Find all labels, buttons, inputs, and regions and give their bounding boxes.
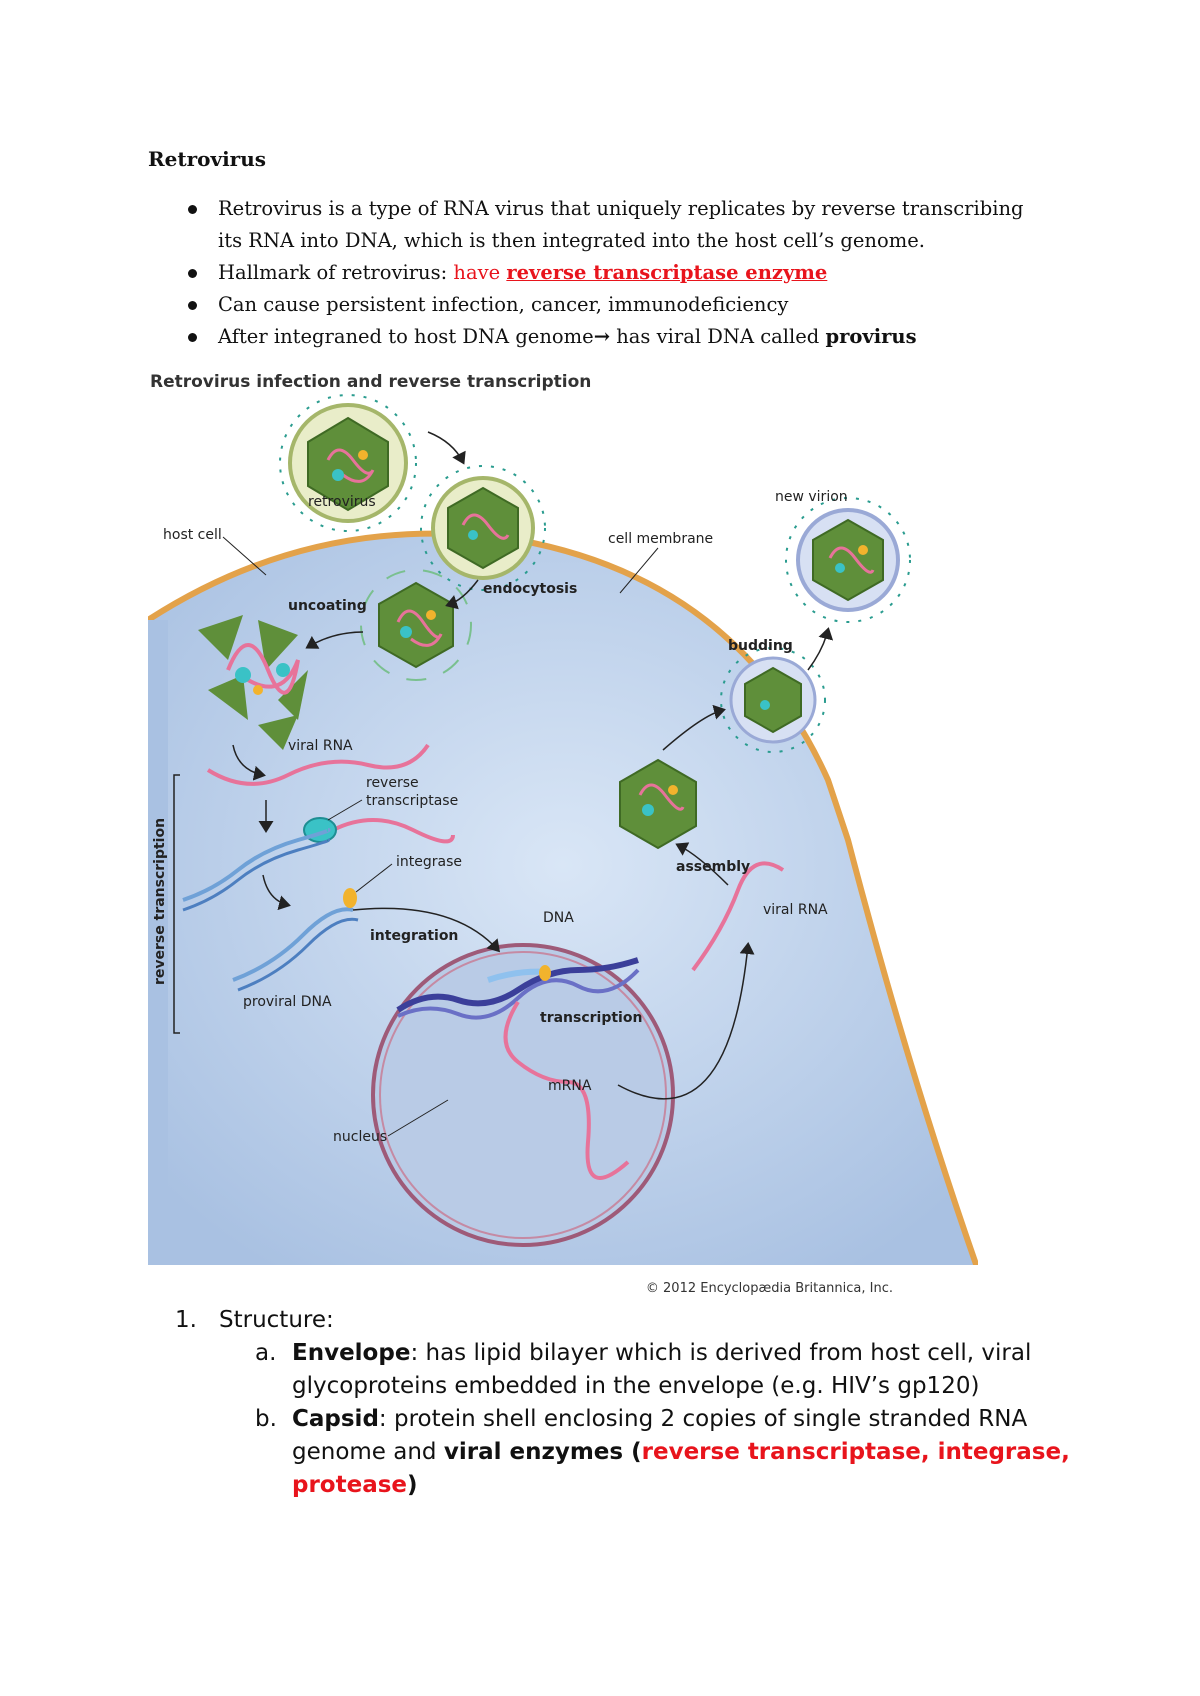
arrow-release [807,627,834,671]
structure-item-capsid-enzyme-list: reverse transcriptase, integrase, protea… [292,1439,1070,1498]
virus-docking-particle [420,465,546,591]
assembly-capsid [619,758,697,850]
retrovirus-diagram: Retrovirus infection and reverse transcr… [148,370,978,1300]
leader-nucleus [387,1099,449,1137]
structure-section: 1. Structure: a. Envelope: has lipid bil… [175,1304,1075,1502]
label-retrovirus: retrovirus [308,494,376,510]
structure-item-capsid-term: Capsid [292,1406,379,1432]
label-nucleus: nucleus [333,1129,387,1145]
bullet-effects: Can cause persistent infection, cancer, … [148,289,1048,321]
arrow-export [617,942,755,1100]
arrow-endocytosis [445,579,479,610]
endocytosed-capsid [360,569,472,681]
bullet-provirus-mid: has viral DNA called [610,325,826,348]
structure-item-capsid-open-paren: ( [623,1439,642,1465]
arrow-uncoating [305,631,364,649]
label-transcription: transcription [540,1010,642,1026]
arrow-to-rna [232,744,266,781]
bullet-hallmark-red: have [453,261,507,284]
leader-cell-membrane [619,547,659,594]
host-dna-strand-1 [396,957,639,1013]
dna-strand-2 [182,838,331,912]
label-uncoating: uncoating [288,598,367,614]
structure-item-capsid-enzymes: viral enzymes [443,1439,624,1465]
nucleus-membrane [371,943,675,1247]
label-integration: integration [370,928,458,944]
label-endocytosis: endocytosis [483,581,577,597]
label-integrase: integrase [396,854,462,870]
rna-template-strand [332,818,455,844]
leader-reverse-transcriptase [327,799,363,821]
structure-heading: Structure: [219,1307,334,1333]
mrna-strand [503,1000,630,1180]
uncoating-fragments [198,615,308,750]
label-budding: budding [728,638,793,654]
structure-item-envelope-marker: a. [255,1340,277,1366]
label-reverse-transcription: reverse transcription [152,818,168,985]
structure-number: 1. [175,1307,197,1333]
structure-item-envelope-term: Envelope [292,1340,411,1366]
retrovirus-diagram-svg: Retrovirus infection and reverse transcr… [148,372,978,1296]
arrow-assembly [675,842,729,886]
structure-item-capsid-marker: b. [255,1406,277,1432]
structure-item-capsid: b. Capsid: protein shell enclosing 2 cop… [175,1403,1075,1502]
integrase-enzyme [343,888,357,908]
figure-bottom-bar [148,1265,978,1275]
bullet-provirus: After integraned to host DNA genome→ has… [148,321,1048,353]
bullet-hallmark-prefix: Hallmark of retrovirus: [218,261,454,284]
arrow-right-icon: → [593,325,611,348]
budding-particle [720,647,826,753]
arrow-to-provirus [262,874,291,911]
structure-item-capsid-text: : protein shell enclosing 2 copies of si… [292,1406,1028,1465]
retrovirus-particle [279,394,417,532]
label-reverse-transcriptase-line2: transcriptase [366,793,458,809]
dna-strand-1 [182,828,331,902]
nucleus-inner-ring [379,951,667,1239]
figure-title: Retrovirus infection and reverse transcr… [150,372,591,392]
leader-integrase [355,863,393,893]
host-dna-strand-2 [397,968,640,1020]
label-assembly: assembly [676,859,750,875]
leader-host-cell [222,536,267,576]
viral-rna-cytoplasm [691,861,785,972]
viral-rna-strand [206,743,430,786]
structure-item-envelope: a. Envelope: has lipid bilayer which is … [175,1337,1075,1403]
label-viral-rna-2: viral RNA [763,902,828,918]
label-mrna: mRNA [548,1078,592,1094]
integrase-in-dna [539,965,551,981]
document-title: Retrovirus [148,147,267,171]
structure-item-capsid-close-paren: ) [407,1472,418,1498]
label-reverse-transcriptase-line1: reverse [366,775,419,791]
bullet-hallmark-enzyme: reverse transcriptase enzyme [506,261,828,284]
label-proviral-dna: proviral DNA [243,994,332,1010]
arrow-integration [352,907,501,953]
structure-item-envelope-text: : has lipid bilayer which is derived fro… [292,1340,1032,1399]
arrow-to-budding [662,704,726,751]
proviral-dna-strand-1 [232,907,354,982]
label-dna: DNA [543,910,574,926]
arrow-attach [427,431,466,465]
figure-copyright: © 2012 Encyclopædia Britannica, Inc. [646,1281,893,1296]
intro-bullet-list: Retrovirus is a type of RNA virus that u… [148,193,1048,353]
bullet-effects-text: Can cause persistent infection, cancer, … [218,293,789,316]
label-host-cell: host cell [163,527,222,543]
bullet-definition: Retrovirus is a type of RNA virus that u… [148,193,1048,257]
bullet-provirus-prefix: After integraned to host DNA genome [218,325,594,348]
label-cell-membrane: cell membrane [608,531,713,547]
label-viral-rna: viral RNA [288,738,353,754]
label-new-virion: new virion [775,489,848,505]
host-cell-left-edge [148,620,168,1270]
new-virion-particle [785,497,911,623]
reverse-transcription-bracket [173,774,180,1034]
bullet-hallmark: Hallmark of retrovirus: have reverse tra… [148,257,1048,289]
bullet-definition-text: Retrovirus is a type of RNA virus that u… [218,197,1024,252]
structure-heading-row: 1. Structure: [175,1304,1075,1337]
proviral-dna-strand-2 [237,917,359,992]
bullet-provirus-term: provirus [825,325,917,348]
